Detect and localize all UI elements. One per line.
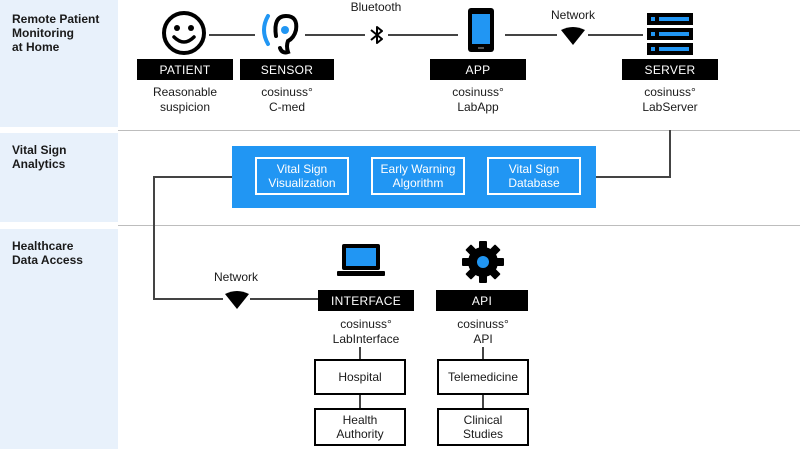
clinical-studies-box: Clinical Studies (437, 408, 529, 446)
analytics-panel: Vital Sign Visualization Early Warning A… (232, 146, 596, 208)
connector-app-network (505, 34, 557, 36)
connector-server-down (669, 130, 671, 178)
server-rack-icon (647, 13, 693, 55)
connector-telemedicine-clinical (482, 394, 484, 408)
sensor-caption: cosinuss° C-med (261, 85, 313, 114)
app-caption: cosinuss° LabApp (452, 85, 504, 114)
connector-server-panel (596, 176, 671, 178)
vital-sign-visualization-box: Vital Sign Visualization (255, 157, 349, 195)
connector-network-interface (250, 298, 318, 300)
band-label-vital-sign-analytics: Vital Sign Analytics (12, 143, 67, 171)
app-block: APP (430, 59, 526, 80)
server-caption: cosinuss° LabServer (642, 85, 698, 114)
sensor-block: SENSOR (240, 59, 334, 80)
server-block: SERVER (622, 59, 718, 80)
network-label-bottom: Network (213, 270, 258, 284)
gear-icon (462, 241, 504, 283)
vital-sign-database-box: Vital Sign Database (487, 157, 581, 195)
network-label-top: Network (550, 8, 595, 22)
connector-patient-sensor (209, 34, 255, 36)
patient-block: PATIENT (137, 59, 233, 80)
connector-bluetooth-app (388, 34, 458, 36)
connector-hospital-authority (359, 394, 361, 408)
patient-caption: Reasonable suspicion (152, 85, 218, 114)
telemedicine-box: Telemedicine (437, 359, 529, 395)
connector-panel-left (153, 176, 232, 178)
hospital-box: Hospital (314, 359, 406, 395)
api-caption: cosinuss° API (457, 317, 509, 346)
band-healthcare-data-access (0, 229, 118, 449)
health-authority-box: Health Authority (314, 408, 406, 446)
section-divider-middle (118, 225, 800, 226)
section-divider-top (118, 130, 800, 131)
interface-caption: cosinuss° LabInterface (332, 317, 400, 346)
early-warning-algorithm-box: Early Warning Algorithm (371, 157, 465, 195)
interface-block: INTERFACE (318, 290, 414, 311)
smiley-face-icon (162, 11, 206, 55)
connector-left-down (153, 176, 155, 300)
bluetooth-icon (370, 26, 383, 44)
ear-sensor-icon (262, 13, 299, 55)
laptop-icon (337, 244, 385, 276)
bluetooth-label: Bluetooth (350, 0, 402, 14)
api-block: API (436, 290, 528, 311)
smartphone-icon (468, 8, 494, 52)
connector-interface-hospital (359, 347, 361, 359)
connector-api-telemedicine (482, 347, 484, 359)
band-vital-sign-analytics (0, 133, 118, 222)
band-remote-monitoring (0, 0, 118, 127)
connector-sensor-bluetooth (305, 34, 365, 36)
wifi-icon (225, 291, 249, 309)
connector-left-network (153, 298, 223, 300)
connector-network-server (588, 34, 643, 36)
wifi-icon (561, 27, 585, 45)
band-label-healthcare-data-access: Healthcare Data Access (12, 239, 83, 267)
band-label-remote-monitoring: Remote Patient Monitoring at Home (12, 12, 100, 54)
